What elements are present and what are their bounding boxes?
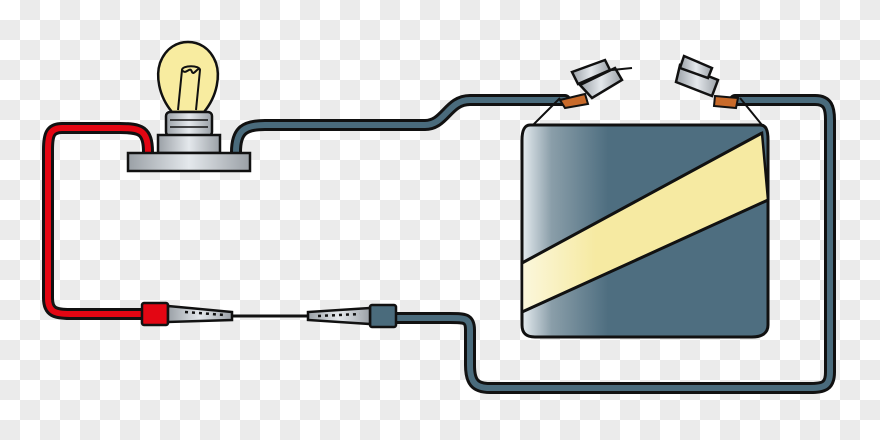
battery-terminal-clip-right[interactable]	[674, 54, 740, 110]
blue-wire-right	[389, 94, 836, 394]
blue-wire-top	[230, 94, 571, 158]
battery-terminal-clip-left[interactable]	[558, 58, 633, 110]
battery	[520, 97, 770, 339]
alligator-clip-right[interactable]	[306, 303, 398, 329]
light-bulb	[126, 40, 252, 173]
alligator-clip-left[interactable]	[140, 301, 234, 327]
red-wire	[42, 122, 154, 320]
